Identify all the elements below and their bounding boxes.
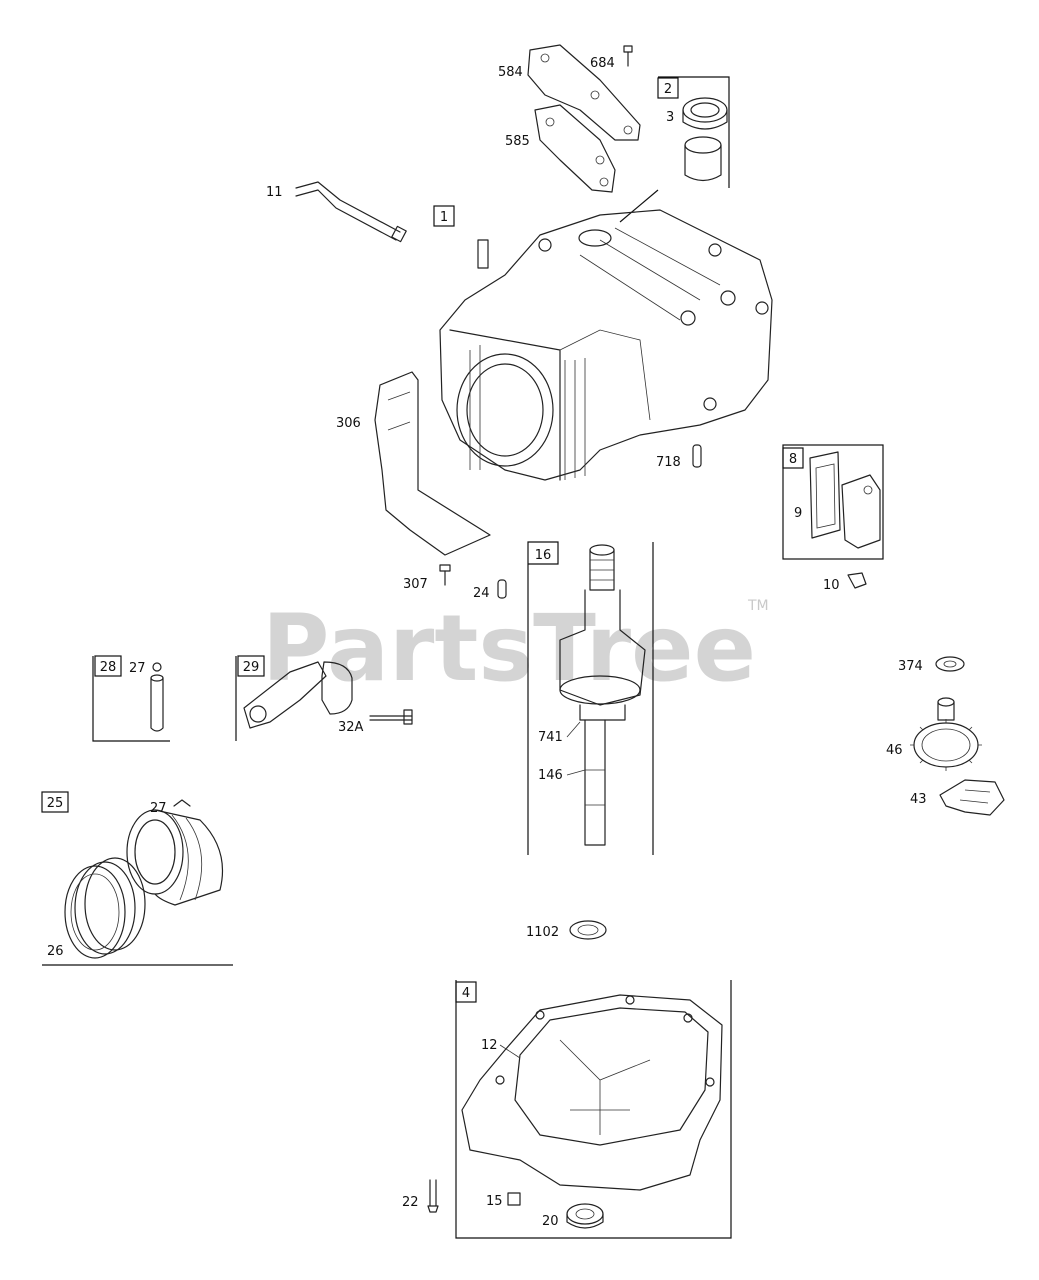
box-label-8: 8 [782,447,804,469]
callout-24: 24 [473,586,490,601]
seal-3-drawing[interactable] [682,97,728,130]
box-label-16: 16 [535,548,552,563]
bolt-32a-drawing[interactable] [369,709,413,725]
connecting-rod-drawing[interactable] [243,661,353,729]
sump-4-frame [455,980,732,1239]
callout-9: 9 [794,506,802,521]
callout-15: 15 [486,1194,503,1209]
box-label-1-text: 1 [440,210,448,225]
callout-3: 3 [666,110,674,125]
governor-gear-46-drawing[interactable] [910,697,982,771]
callout-374: 374 [898,659,923,674]
callout-46: 46 [886,743,903,758]
callout-11: 11 [266,185,283,200]
piston-drawing[interactable] [126,809,224,906]
box-label-4: 4 [462,986,470,1001]
kit-8-frame [782,444,884,560]
box-label-28-text: 28 [100,660,117,675]
gasket-9-drawing[interactable] [809,451,841,539]
callout-10: 10 [823,578,840,593]
ring-set-drawing[interactable] [64,857,146,959]
gasket-585-drawing[interactable] [534,104,616,193]
plug-15-drawing[interactable] [507,1192,521,1206]
box-label-25-text: 25 [47,796,64,811]
box-label-1: 1 [433,205,455,227]
screw-307-drawing[interactable] [439,564,451,586]
kit-28-frame [92,656,170,742]
callout-20: 20 [542,1214,559,1229]
crankshaft-drawing[interactable] [559,544,646,846]
box-label-29-text: 29 [243,660,260,675]
callout-22: 22 [402,1195,419,1210]
callout-12: 12 [481,1038,498,1053]
callout-741: 741 [538,730,563,745]
governor-43-drawing[interactable] [939,779,1005,816]
box-label-2-text: 2 [664,82,672,97]
callout-718: 718 [656,455,681,470]
seal-20-drawing[interactable] [566,1203,604,1229]
screw-10-drawing[interactable] [847,572,867,589]
seal-1102-drawing[interactable] [569,920,607,940]
callout-684: 684 [590,56,615,71]
bolt-684-drawing[interactable] [623,45,633,67]
callout-306: 306 [336,416,361,431]
callout-26: 26 [47,944,64,959]
leader-lines [499,721,586,1059]
dowel-24-drawing[interactable] [497,579,507,599]
callout-584: 584 [498,65,523,80]
kit-2-frame [619,76,730,223]
box-label-2: 2 [657,77,679,99]
crankshaft-16-frame [527,541,654,855]
watermark-trademark: TM [747,598,769,614]
box-label-4-text: 4 [462,986,470,1001]
sump-drawing[interactable] [461,994,723,1191]
callout-27-piston: 27 [150,801,167,816]
callout-307: 307 [403,577,428,592]
washer-374-drawing[interactable] [935,656,965,672]
callout-32a: 32A [338,720,364,735]
box-label-28: 28 [94,655,122,677]
callout-585: 585 [505,134,530,149]
pin-clip-27-drawing[interactable] [173,799,191,807]
piston-pin-drawing[interactable] [150,662,164,732]
gasket-584-drawing[interactable] [527,44,641,141]
callout-43: 43 [910,792,927,807]
box-label-29: 29 [237,655,265,677]
watermark-text: PartsTree [262,595,756,702]
bushing-drawing[interactable] [684,136,722,182]
cylinder-block-drawing[interactable] [439,209,773,481]
bolt-22-drawing[interactable] [427,1179,439,1213]
dowel-718-drawing[interactable] [692,444,702,468]
box-label-25: 25 [41,791,69,813]
box-label-16-text: 16 [535,548,552,563]
dipstick-tube-11-drawing[interactable] [295,181,407,243]
callout-1102: 1102 [526,925,559,940]
box-label-8-text: 8 [789,452,797,467]
breather-cover-drawing[interactable] [841,474,881,549]
bracket-306-drawing[interactable] [374,371,491,556]
callout-27-pin: 27 [129,661,146,676]
callout-146: 146 [538,768,563,783]
